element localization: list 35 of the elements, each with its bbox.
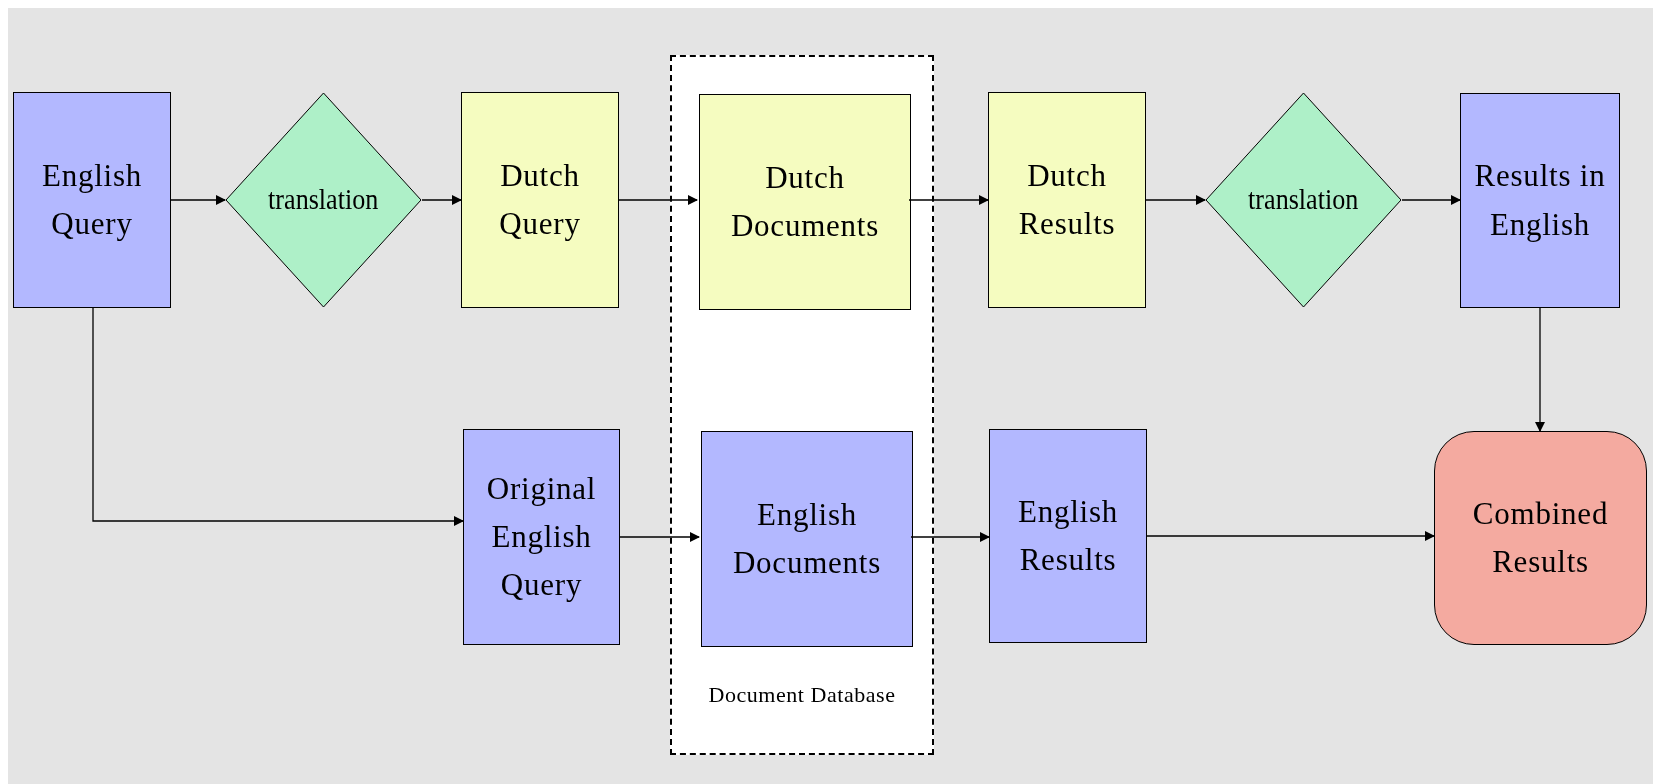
node-label: English Query [40,156,144,243]
node-label: Dutch Results [1017,156,1117,243]
arrow [1145,195,1206,205]
arrow [1146,531,1435,541]
node-label: Results in English [1473,157,1607,244]
node-label: Dutch Query [498,156,582,243]
arrow [619,532,700,542]
arrow [92,307,464,526]
process-box [701,431,913,647]
node-label: English Documents [731,495,883,582]
process-box [699,94,911,310]
decision-diamond [1205,92,1402,308]
group-label: Document Database [707,681,897,709]
arrow [908,195,989,205]
arrow [618,195,698,205]
process-box [461,92,619,308]
dashed-group-box [670,55,934,755]
arrow [1401,195,1461,205]
node-label: Dutch Documents [729,158,881,245]
node-label: translation [268,182,379,218]
node-label: English Results [1016,492,1120,579]
process-box [988,92,1146,308]
node-label: translation [1248,182,1359,218]
arrow [170,195,226,205]
process-box [13,92,171,308]
arrow [1535,307,1545,432]
node-label: Original English Query [485,469,598,604]
decision-diamond [225,92,422,308]
arrow [421,195,462,205]
process-box [1460,93,1620,308]
node-label: Combined Results [1471,494,1610,581]
process-box [989,429,1147,643]
arrow [910,532,990,542]
process-box [463,429,620,645]
rounded-box [1434,431,1647,645]
